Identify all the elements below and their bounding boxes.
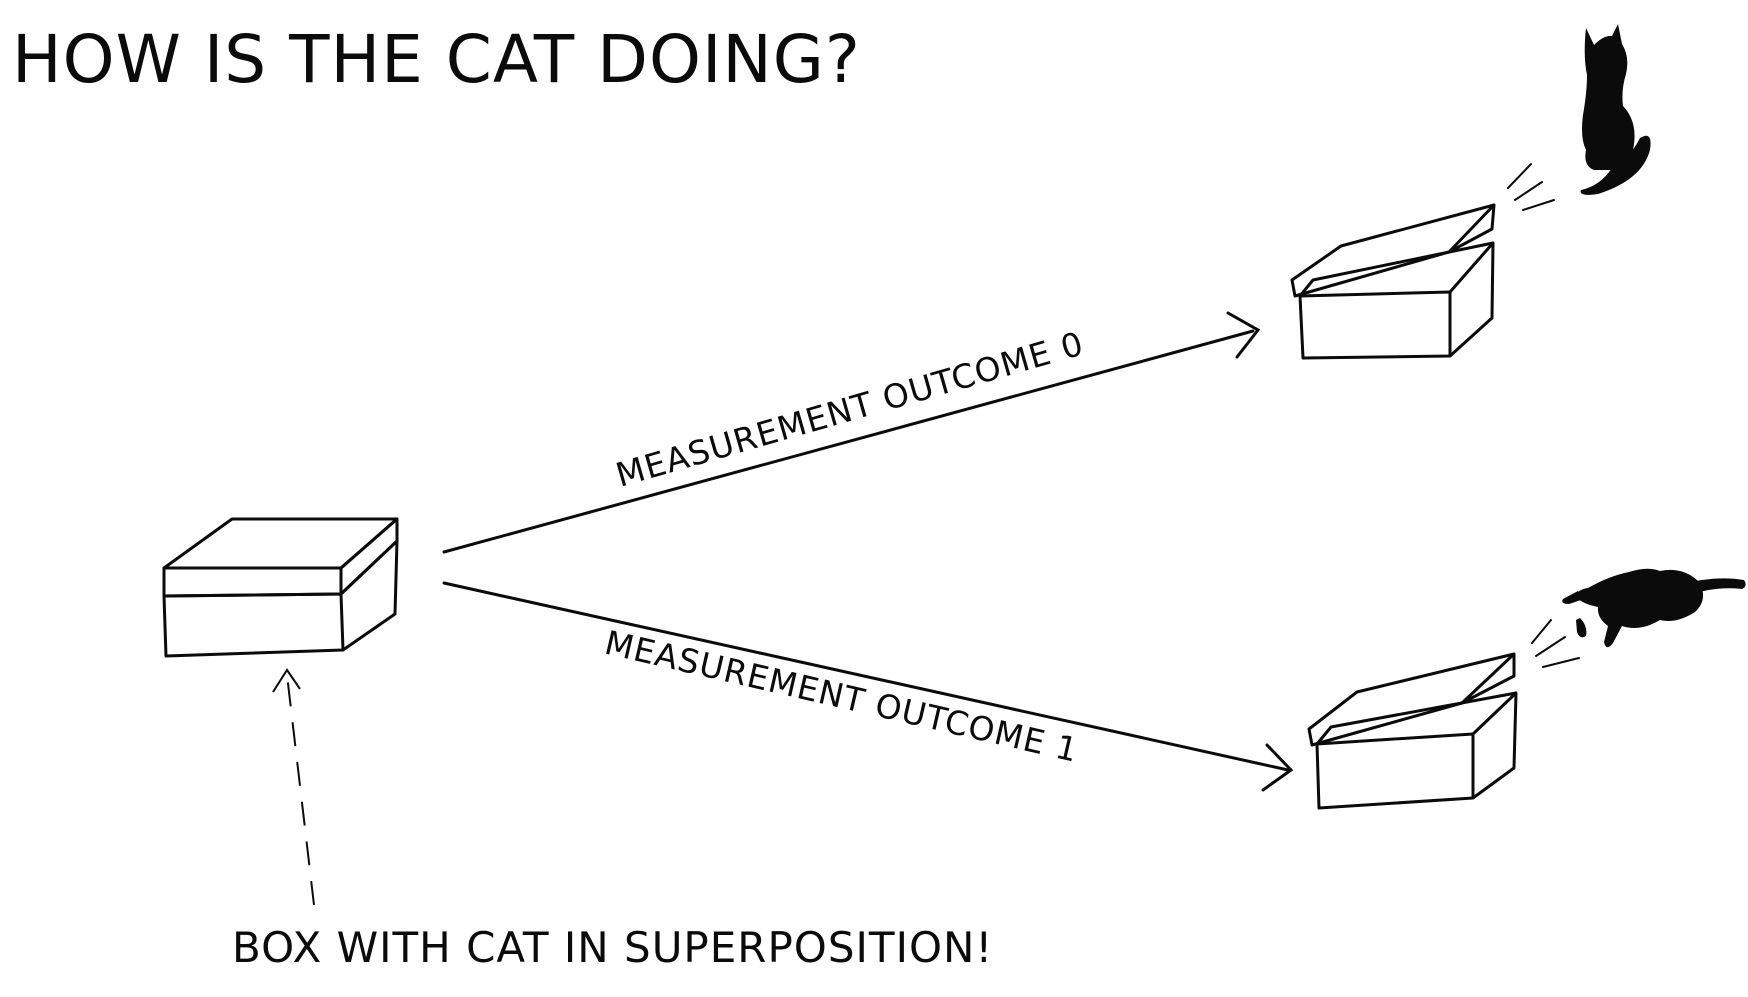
annotation-label: BOX WITH CAT IN SUPERPOSITION! (232, 923, 993, 972)
diagram-title: HOW IS THE CAT DOING? (12, 21, 861, 98)
sparkle-lines-upper (1507, 163, 1555, 211)
annotation-arrow (272, 668, 315, 906)
sparkle-lines-lower (1531, 619, 1580, 668)
closed-box (162, 517, 399, 658)
alive-cat-icon (1580, 24, 1651, 195)
arrow-outcome-0 (442, 311, 1261, 554)
open-box-lower (1307, 652, 1518, 810)
open-box-upper (1290, 203, 1496, 360)
arrow-outcome-1 (442, 581, 1294, 792)
dead-cat-icon (1562, 568, 1746, 648)
edge-label-outcome-1: MEASUREMENT OUTCOME 1 (601, 623, 1082, 770)
edge-label-outcome-0: MEASUREMENT OUTCOME 0 (611, 324, 1088, 495)
